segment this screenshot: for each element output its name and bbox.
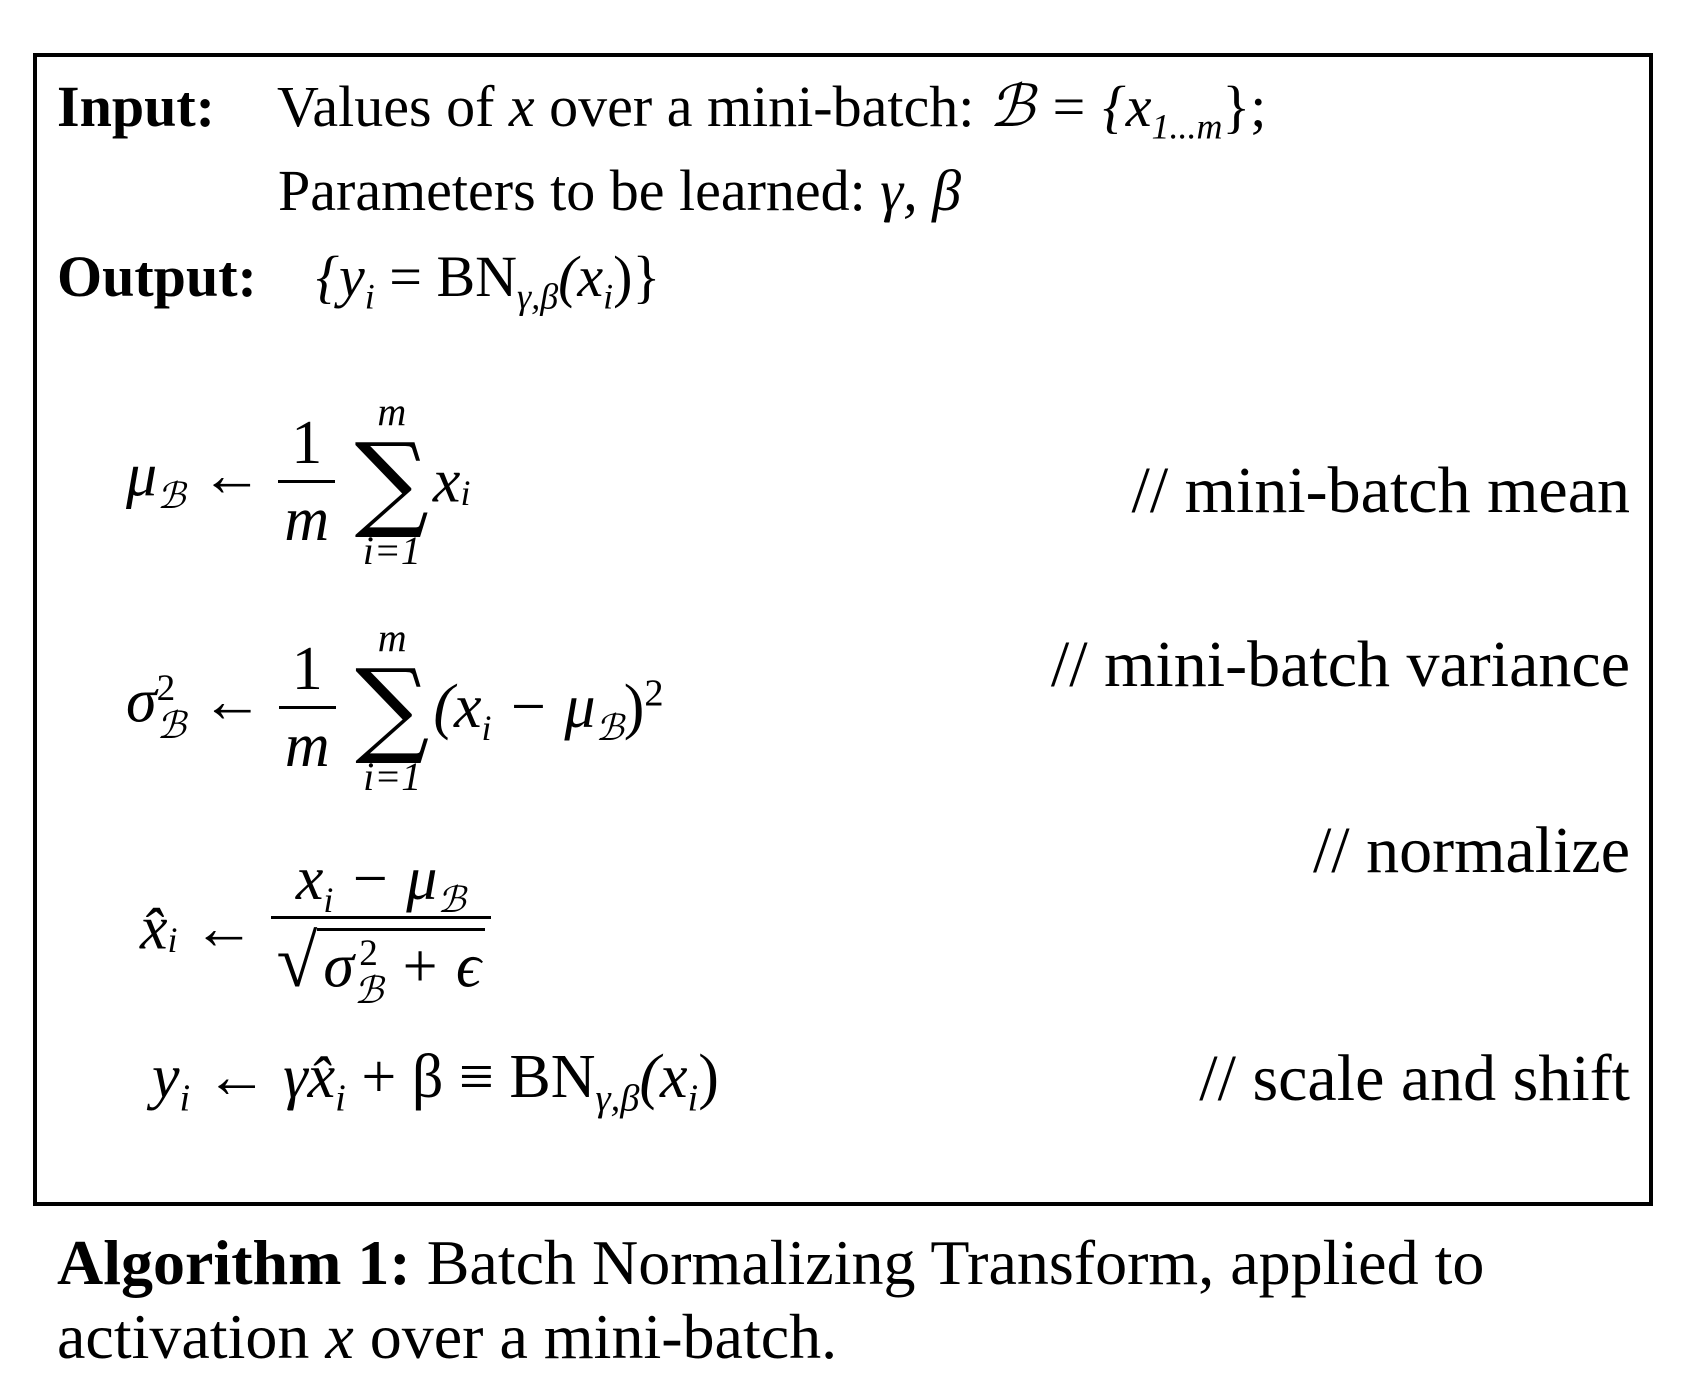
mean-arrow: ← — [200, 441, 263, 510]
mean-rhs-sub: i — [460, 473, 471, 513]
params-math: γ, β — [880, 158, 962, 223]
output-math-d: )} — [613, 244, 661, 309]
var-sigma: ∑ — [355, 646, 430, 768]
output-line: Output: {yi = BNγ,β(xi)} — [57, 248, 660, 315]
var-rhs-sup: 2 — [644, 672, 664, 715]
output-label: Output: — [57, 244, 257, 309]
var-lhs: σ — [126, 667, 157, 736]
norm-num-b: − μ — [333, 845, 438, 913]
input-var-x: x — [508, 74, 535, 139]
mean-sigma: ∑ — [354, 420, 429, 542]
mean-rhs: x — [432, 447, 461, 516]
input-text-b: over a mini-batch: — [549, 74, 975, 139]
mean-frac-den: m — [284, 485, 330, 554]
norm-den-a: σ — [323, 932, 354, 1000]
step-scale-shift-formula: yi ← γx̂i + β ≡ BNγ,β(xi) — [152, 1043, 719, 1118]
mean-sum-bot: i=1 — [362, 527, 421, 573]
ss-rhs-b: + β ≡ BN — [345, 1043, 596, 1111]
var-rhs-b: − μ — [491, 673, 596, 742]
mean-frac-num: 1 — [278, 412, 336, 483]
mean-sum-top: m — [377, 389, 407, 434]
norm-lhs-sub: i — [167, 920, 178, 961]
caption-text-b: over a mini-batch. — [369, 1300, 838, 1372]
var-frac-den: m — [284, 711, 330, 780]
output-math-c: (x — [558, 244, 604, 309]
output-sub-gb: γ,β — [517, 276, 559, 317]
sqrt-icon: √ — [276, 921, 318, 1003]
comment-normalize: // normalize — [1312, 814, 1630, 887]
norm-den-sub: ℬ — [353, 967, 384, 1012]
var-rhs-sub: i — [481, 707, 492, 748]
var-sum-bot: i=1 — [363, 753, 422, 799]
caption-label: Algorithm 1: — [57, 1227, 411, 1298]
var-frac-num: 1 — [278, 638, 336, 709]
norm-den-b: + ϵ — [383, 932, 481, 1000]
input-math-sub: 1...m — [1151, 106, 1223, 147]
norm-lhs: x̂ — [140, 894, 168, 963]
ss-rhs-a-sub: i — [335, 1077, 346, 1120]
params-text: Parameters to be learned: — [278, 158, 866, 223]
var-lhs-sup: 2 — [156, 668, 176, 710]
ss-rhs-c: (x — [639, 1043, 688, 1111]
norm-num-a: x — [295, 845, 324, 913]
ss-lhs: y — [152, 1043, 180, 1111]
ss-arrow: ← — [205, 1043, 268, 1111]
input-math-end: }; — [1222, 74, 1267, 139]
ss-rhs-b-sub: γ,β — [595, 1077, 640, 1120]
var-rhs-a: (x — [433, 673, 482, 742]
input-line-2: Parameters to be learned: γ, β — [278, 162, 961, 220]
var-sum: m∑i=1 — [355, 618, 429, 797]
var-arrow: ← — [201, 667, 264, 736]
algorithm-caption: Algorithm 1: Batch Normalizing Transform… — [57, 1226, 1637, 1373]
var-rhs-c: ) — [623, 673, 645, 742]
norm-den-sup: 2 — [359, 932, 378, 974]
ss-rhs-c-sub: i — [687, 1077, 699, 1120]
comment-scale-shift: // scale and shift — [1199, 1042, 1630, 1115]
input-label: Input: — [57, 74, 215, 139]
var-rhs-b-sub: ℬ — [595, 707, 624, 749]
ss-lhs-sub: i — [179, 1077, 191, 1120]
mean-lhs: μ — [126, 441, 158, 510]
mean-sum: m∑i=1 — [355, 392, 429, 571]
norm-arrow: ← — [193, 894, 256, 963]
comment-variance: // mini-batch variance — [1050, 628, 1630, 701]
output-sub-i2: i — [603, 276, 614, 317]
norm-num-b-sub: ℬ — [437, 879, 466, 921]
norm-num-sub: i — [323, 879, 334, 920]
output-math-b: = BN — [374, 244, 518, 309]
input-line-1: Input: Values of x over a mini-batch: ℬ … — [57, 78, 1266, 145]
ss-rhs-d: ) — [698, 1043, 719, 1111]
var-sum-top: m — [377, 615, 407, 660]
algorithm-box — [33, 53, 1653, 1206]
input-text-a: Values of — [276, 74, 495, 139]
comment-mean: // mini-batch mean — [1131, 454, 1630, 527]
mean-lhs-sub: ℬ — [157, 476, 186, 518]
caption-var-x: x — [325, 1300, 354, 1372]
output-math-a: {y — [315, 244, 365, 309]
input-math-set: ℬ = {x — [988, 74, 1152, 139]
output-sub-i: i — [364, 276, 375, 317]
var-lhs-sub: ℬ — [156, 703, 186, 748]
norm-numerator: xi − μℬ — [270, 845, 491, 921]
ss-rhs-a: γx̂ — [283, 1043, 336, 1111]
caption-text-a: Batch Normalizing Transform, applied to … — [57, 1227, 1485, 1372]
